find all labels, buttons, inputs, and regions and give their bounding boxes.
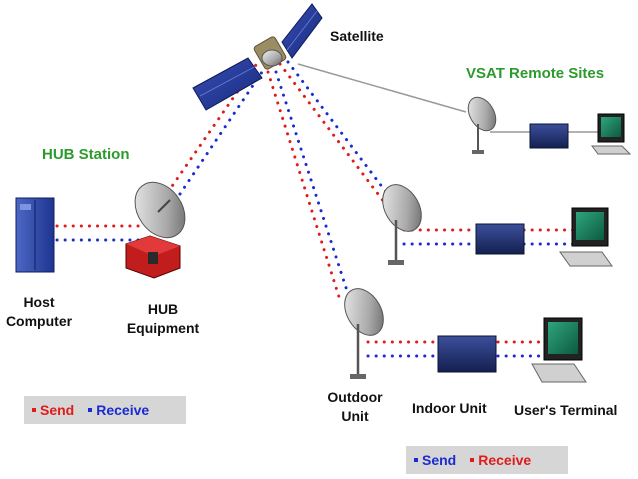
outdoor-unit-label-line2: Unit	[341, 408, 369, 424]
link-sat-dish3-red	[266, 70, 342, 302]
terminal-2-icon	[559, 207, 613, 267]
host-computer-label-line1: Host	[23, 294, 55, 310]
terminal-1-icon	[591, 113, 632, 155]
indoor-unit-1-icon	[529, 123, 569, 149]
outdoor-unit-label: Outdoor Unit	[320, 388, 390, 426]
outdoor-unit-label-line1: Outdoor	[327, 389, 383, 405]
users-terminal-label: User's Terminal	[514, 402, 618, 418]
host-computer-label: Host Computer	[2, 293, 76, 331]
receive-marker-icon	[470, 458, 475, 462]
indoor-unit-label: Indoor Unit	[412, 400, 487, 416]
legend-hub: Send Receive	[24, 396, 186, 424]
hub-dish-icon	[134, 181, 186, 239]
hub-equipment-label: HUB Equipment	[118, 300, 208, 338]
hub-equipment-label-line2: Equipment	[126, 320, 200, 336]
remote-dish-3-icon	[344, 288, 384, 379]
signal-links	[55, 60, 577, 358]
legend-remote-send-label: Send	[422, 452, 457, 468]
vsat-remote-sites-title: VSAT Remote Sites	[466, 65, 605, 82]
hub-equipment-icon	[125, 235, 181, 279]
legend-hub-send: Send	[32, 402, 74, 418]
satellite-icon	[192, 3, 323, 111]
indoor-unit-2-icon	[475, 223, 525, 255]
link-hub-sat-receive	[178, 64, 268, 196]
terminal-3-icon	[531, 317, 587, 383]
remote-dish-2-icon	[382, 184, 422, 265]
legend-remote-receive: Receive	[470, 452, 531, 468]
remote-dish-1-icon	[467, 96, 497, 154]
top-site-links	[297, 63, 598, 133]
host-computer-label-line2: Computer	[5, 313, 73, 329]
link-sat-dish1	[297, 63, 467, 113]
link-sat-dish2-blue	[286, 60, 394, 202]
send-marker-icon	[32, 408, 36, 412]
link-sat-dish3-blue	[274, 70, 352, 302]
legend-hub-receive: Receive	[88, 402, 149, 418]
hub-station-title: HUB Station	[42, 146, 130, 163]
satellite-label: Satellite	[330, 28, 384, 44]
indoor-unit-3-icon	[437, 335, 497, 373]
receive-marker-icon	[88, 408, 93, 412]
legend-remote-send: Send	[414, 452, 456, 468]
legend-remote: Send Receive	[406, 446, 568, 474]
send-marker-icon	[414, 458, 418, 462]
host-computer-icon	[15, 197, 55, 273]
legend-hub-receive-label: Receive	[96, 402, 150, 418]
hub-equipment-label-line1: HUB	[147, 301, 179, 317]
legend-hub-send-label: Send	[40, 402, 75, 418]
legend-remote-receive-label: Receive	[478, 452, 532, 468]
